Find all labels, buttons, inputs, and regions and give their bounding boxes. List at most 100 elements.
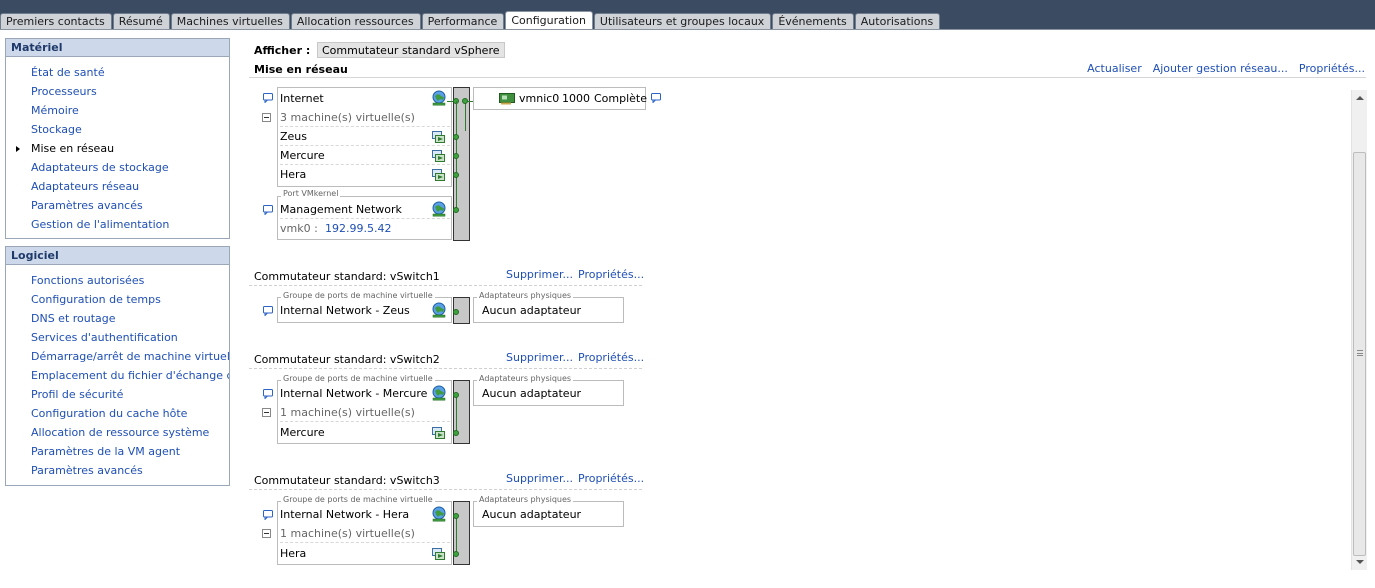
- vm-count: 3 machine(s) virtuelle(s): [280, 111, 415, 124]
- internal-wire: [456, 516, 457, 554]
- port-dot: [453, 430, 459, 436]
- vswitch1-portgroup[interactable]: Internal Network - Zeus: [280, 304, 410, 317]
- sidebar-item-parametres-avances-logiciel[interactable]: Paramètres avancés: [31, 464, 143, 477]
- sidebar-item-allocation-ressource-systeme[interactable]: Allocation de ressource système: [31, 426, 210, 439]
- sidebar-item-dns-routage[interactable]: DNS et routage: [31, 312, 116, 325]
- sidebar-item-adaptateurs-reseau[interactable]: Adaptateurs réseau: [31, 180, 140, 193]
- vswitch3-phys-box: [473, 501, 624, 527]
- sidebar-item-configuration-temps[interactable]: Configuration de temps: [31, 293, 161, 306]
- network-icon: [431, 90, 447, 106]
- vertical-scrollbar[interactable]: [1351, 90, 1367, 570]
- vswitch2-rule: [249, 368, 642, 369]
- port-dot: [453, 513, 459, 519]
- comment-icon[interactable]: [263, 306, 273, 316]
- scroll-thumb[interactable]: [1353, 152, 1366, 556]
- vswitch3-remove-link[interactable]: Supprimer...: [506, 472, 573, 485]
- view-selector[interactable]: Commutateur standard vSphere: [317, 42, 505, 58]
- vmk-ip: 192.99.5.42: [325, 222, 392, 235]
- sidebar-item-emplacement-echange-vm[interactable]: Emplacement du fichier d'échange de VM: [31, 369, 229, 382]
- properties-link[interactable]: Propriétés...: [1298, 62, 1365, 75]
- row-divider: [280, 421, 450, 422]
- collapse-icon[interactable]: [262, 113, 271, 122]
- portgroup-internet[interactable]: Internet: [280, 92, 324, 105]
- vm-icon: [432, 426, 446, 440]
- sidebar-item-etat-de-sante[interactable]: État de santé: [31, 66, 105, 79]
- vswitch1-remove-link[interactable]: Supprimer...: [506, 268, 573, 281]
- vswitch3-vm-count: 1 machine(s) virtuelle(s): [280, 527, 415, 540]
- port-dot: [453, 392, 459, 398]
- vswitch2-vm[interactable]: Mercure: [280, 426, 325, 439]
- sidebar-item-profil-securite[interactable]: Profil de sécurité: [31, 388, 124, 401]
- tab-configuration[interactable]: Configuration: [505, 11, 593, 30]
- vswitch1-phys-legend: Adaptateurs physiques: [477, 291, 574, 301]
- hardware-list: État de santé Processeurs Mémoire Stocka…: [6, 57, 229, 234]
- sidebar-item-parametres-vm-agent[interactable]: Paramètres de la VM agent: [31, 445, 181, 458]
- vm-icon: [432, 547, 446, 561]
- refresh-link[interactable]: Actualiser: [1087, 62, 1142, 75]
- tab-premiers-contacts[interactable]: Premiers contacts: [0, 13, 112, 30]
- vswitch2-portgroup-legend: Groupe de ports de machine virtuelle: [281, 374, 435, 384]
- comment-icon[interactable]: [263, 93, 273, 103]
- sidebar-item-stockage[interactable]: Stockage: [31, 123, 82, 136]
- software-panel: Logiciel Fonctions autorisées Configurat…: [5, 246, 230, 486]
- vm-mercure[interactable]: Mercure: [280, 149, 325, 162]
- vswitch3-properties-link[interactable]: Propriétés...: [578, 472, 645, 485]
- network-icon: [431, 506, 447, 522]
- row-divider: [280, 542, 450, 543]
- tab-resume[interactable]: Résumé: [112, 13, 170, 30]
- add-networking-link[interactable]: Ajouter gestion réseau...: [1152, 62, 1288, 75]
- sidebar-item-mise-en-reseau[interactable]: Mise en réseau: [6, 139, 229, 158]
- section-title: Mise en réseau: [254, 63, 348, 76]
- scroll-down-icon[interactable]: [1356, 560, 1364, 564]
- sidebar-item-parametres-avances[interactable]: Paramètres avancés: [31, 199, 143, 212]
- tab-machines-virtuelles[interactable]: Machines virtuelles: [170, 13, 290, 30]
- vmnic0-speed: 1000: [562, 92, 590, 105]
- tab-allocation-ressources[interactable]: Allocation ressources: [290, 13, 421, 30]
- management-network[interactable]: Management Network: [280, 203, 402, 216]
- vswitch3-vm[interactable]: Hera: [280, 547, 307, 560]
- vswitch2-title: Commutateur standard: vSwitch2: [254, 353, 440, 366]
- sidebar-item-label: Mise en réseau: [31, 142, 115, 155]
- vmkernel-legend: Port VMkernel: [281, 189, 341, 199]
- software-panel-title: Logiciel: [6, 247, 229, 265]
- vswitch1-properties-link[interactable]: Propriétés...: [578, 268, 645, 281]
- port-dot: [453, 153, 459, 159]
- sidebar-item-processeurs[interactable]: Processeurs: [31, 85, 97, 98]
- collapse-icon[interactable]: [262, 529, 271, 538]
- row-divider: [280, 164, 450, 165]
- vswitch2-portgroup[interactable]: Internal Network - Mercure: [280, 387, 428, 400]
- tab-evenements[interactable]: Événements: [772, 13, 854, 30]
- vm-zeus[interactable]: Zeus: [280, 130, 308, 143]
- network-icon: [431, 385, 447, 401]
- sidebar-item-fonctions-autorisees[interactable]: Fonctions autorisées: [31, 274, 145, 287]
- vswitch2-properties-link[interactable]: Propriétés...: [578, 351, 645, 364]
- tab-utilisateurs-groupes[interactable]: Utilisateurs et groupes locaux: [593, 13, 772, 30]
- sidebar-item-memoire[interactable]: Mémoire: [31, 104, 79, 117]
- vswitch2-no-adapter: Aucun adaptateur: [482, 387, 582, 400]
- physical-adapter-box: [473, 87, 646, 110]
- vm-hera[interactable]: Hera: [280, 168, 307, 181]
- port-dot: [462, 98, 468, 104]
- software-list: Fonctions autorisées Configuration de te…: [6, 265, 229, 480]
- collapse-icon[interactable]: [262, 408, 271, 417]
- vmnic0-name[interactable]: vmnic0: [519, 92, 560, 105]
- vswitch2-vm-count: 1 machine(s) virtuelle(s): [280, 406, 415, 419]
- vswitch3-portgroup[interactable]: Internal Network - Hera: [280, 508, 410, 521]
- comment-icon[interactable]: [263, 389, 273, 399]
- vswitch2-phys-legend: Adaptateurs physiques: [477, 374, 574, 384]
- scroll-up-icon[interactable]: [1356, 96, 1364, 100]
- vswitch2-remove-link[interactable]: Supprimer...: [506, 351, 573, 364]
- sidebar-item-configuration-cache-hote[interactable]: Configuration du cache hôte: [31, 407, 188, 420]
- comment-icon[interactable]: [263, 205, 273, 215]
- comment-icon[interactable]: [651, 93, 661, 103]
- tab-autorisations[interactable]: Autorisations: [854, 13, 941, 30]
- sidebar-item-services-authentification[interactable]: Services d'authentification: [31, 331, 178, 344]
- tab-performance[interactable]: Performance: [421, 13, 505, 30]
- network-icon: [431, 201, 447, 217]
- comment-icon[interactable]: [263, 510, 273, 520]
- row-divider: [280, 126, 450, 127]
- sidebar-item-adaptateurs-stockage[interactable]: Adaptateurs de stockage: [31, 161, 169, 174]
- port-dot: [453, 172, 459, 178]
- sidebar-item-demarrage-arret-vm[interactable]: Démarrage/arrêt de machine virtuelle: [31, 350, 229, 363]
- sidebar-item-gestion-alimentation[interactable]: Gestion de l'alimentation: [31, 218, 170, 231]
